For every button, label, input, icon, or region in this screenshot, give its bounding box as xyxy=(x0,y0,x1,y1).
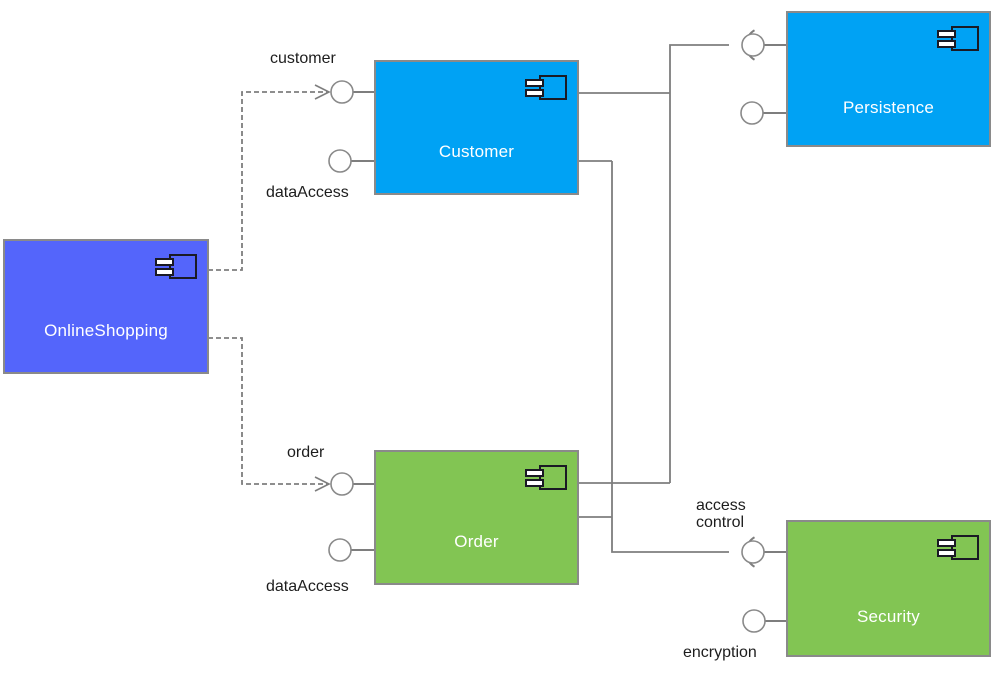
dependency-onlineshopping-to-order xyxy=(208,337,329,485)
ball-interface-encryption[interactable] xyxy=(742,609,766,633)
ball-interface-persistence-top[interactable] xyxy=(741,33,765,57)
component-order[interactable]: Order xyxy=(374,450,579,585)
component-icon xyxy=(937,534,979,562)
interface-label-order: order xyxy=(287,444,325,461)
component-icon xyxy=(155,253,197,281)
component-customer[interactable]: Customer xyxy=(374,60,579,195)
connector-to-security xyxy=(578,160,729,553)
ball-interface-customer-dataaccess[interactable] xyxy=(328,149,352,173)
open-arrowhead-customer xyxy=(314,84,331,100)
component-icon xyxy=(937,25,979,53)
component-icon xyxy=(525,74,567,102)
component-security[interactable]: Security xyxy=(786,520,991,657)
interface-label-line: control xyxy=(696,514,745,531)
ball-interface-customer[interactable] xyxy=(330,80,354,104)
component-label: Customer xyxy=(438,142,515,161)
interface-label-order-dataaccess: dataAccess xyxy=(266,578,349,595)
port-stubs xyxy=(351,44,787,622)
component-label: Security xyxy=(856,607,920,626)
ball-interface-order[interactable] xyxy=(330,472,354,496)
component-persistence[interactable]: Persistence xyxy=(786,11,991,147)
open-arrowhead-order xyxy=(314,476,331,492)
component-label: Order xyxy=(454,532,499,551)
ball-interface-access-control[interactable] xyxy=(741,540,765,564)
component-onlineshopping[interactable]: OnlineShopping xyxy=(3,239,209,374)
interface-label-encryption: encryption xyxy=(683,644,757,661)
component-icon xyxy=(525,464,567,492)
interface-label-customer: customer xyxy=(270,50,336,67)
connector-to-persistence xyxy=(578,44,729,484)
component-label: OnlineShopping xyxy=(44,321,168,340)
interface-label-line: access xyxy=(696,497,746,514)
interface-label-access-control: access control xyxy=(696,497,746,531)
dependency-onlineshopping-to-customer xyxy=(208,91,329,271)
interface-label-customer-dataaccess: dataAccess xyxy=(266,184,349,201)
ball-interface-persistence-bottom[interactable] xyxy=(740,101,764,125)
component-label: Persistence xyxy=(842,98,935,117)
ball-interface-order-dataaccess[interactable] xyxy=(328,538,352,562)
